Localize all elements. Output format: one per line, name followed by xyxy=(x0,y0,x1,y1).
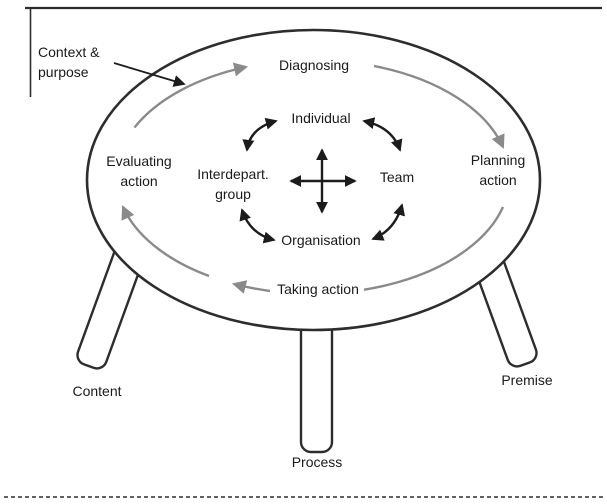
planning-mask xyxy=(464,150,532,192)
taking-mask xyxy=(270,280,364,300)
arc-team-organisation xyxy=(371,203,406,241)
context-note-line2: purpose xyxy=(38,64,89,80)
arc-diagnosing-to-planning xyxy=(373,64,505,149)
team-mask xyxy=(375,166,420,187)
interdepart-mask xyxy=(192,161,274,203)
inner-system-arrows xyxy=(239,117,406,244)
evaluating-label-line2: action xyxy=(120,173,157,189)
planning-label-line2: action xyxy=(479,172,516,188)
context-pointer-arrow xyxy=(113,62,186,87)
individual-label: Individual xyxy=(291,110,350,126)
arc-individual-team xyxy=(362,117,403,152)
diagnosing-label: Diagnosing xyxy=(279,57,349,73)
content-label: Content xyxy=(72,383,121,399)
inner-system-labels: Individual Team Organisation Interdepart… xyxy=(197,110,414,248)
label-masks xyxy=(102,52,532,300)
interdepart-label-line2: group xyxy=(215,186,251,202)
centre-cross-arrows xyxy=(289,148,357,214)
context-note: Context & purpose xyxy=(38,44,100,80)
arc-interdepart-individual xyxy=(242,117,278,152)
premise-label: Premise xyxy=(501,372,553,388)
arc-evaluating-to-diagnosing xyxy=(133,62,249,129)
evaluating-label-line1: Evaluating xyxy=(106,153,171,169)
page-rules xyxy=(4,6,603,498)
leg-labels: Content Process Premise xyxy=(72,372,552,470)
individual-mask xyxy=(282,107,360,128)
leg-process xyxy=(299,318,334,454)
team-label: Team xyxy=(380,169,414,185)
outer-cycle-labels: Diagnosing Planning action Taking action… xyxy=(106,57,525,297)
taking-action-label: Taking action xyxy=(277,281,359,297)
context-note-line1: Context & xyxy=(38,44,100,60)
process-label: Process xyxy=(292,454,343,470)
diagnosing-mask xyxy=(268,52,360,74)
organisation-label: Organisation xyxy=(281,232,360,248)
arc-taking-to-evaluating xyxy=(121,205,210,278)
evaluating-mask xyxy=(102,151,176,193)
arc-organisation-interdepart xyxy=(239,208,276,244)
interdepart-label-line1: Interdepart. xyxy=(197,166,269,182)
planning-label-line1: Planning xyxy=(471,152,526,168)
organisation-mask xyxy=(278,229,364,250)
